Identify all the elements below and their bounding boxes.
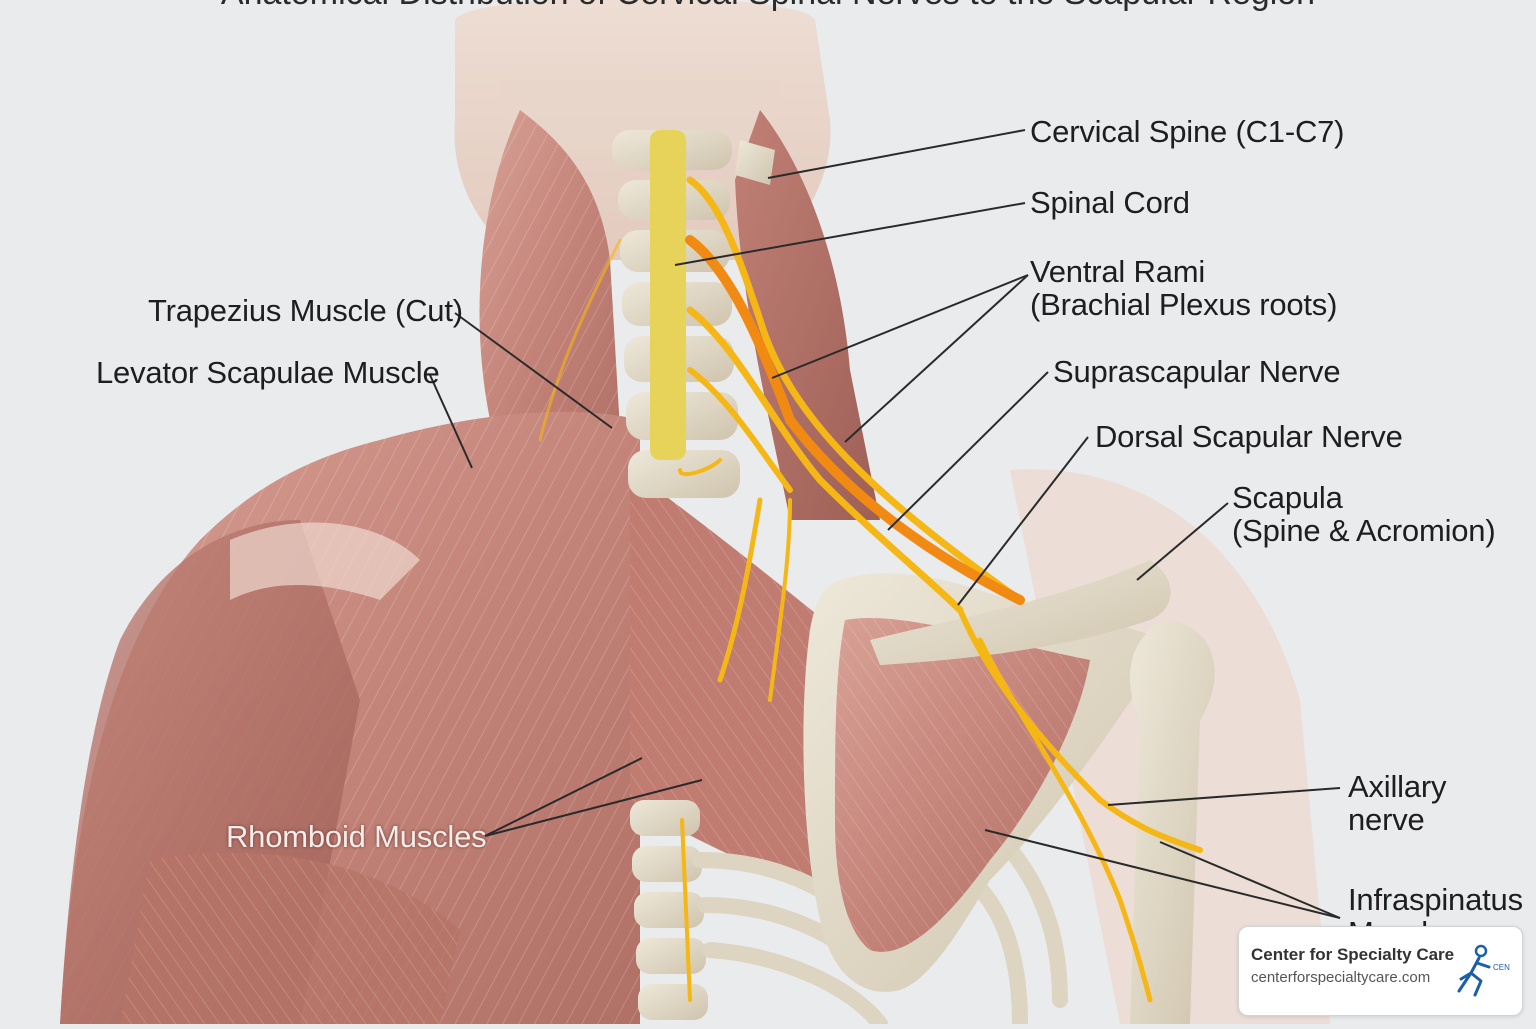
running-figure-icon (1457, 944, 1491, 997)
badge-url[interactable]: centerforspecialtycare.com (1251, 969, 1431, 986)
diagram-title: Anatomical Distribution of Cervical Spin… (0, 0, 1536, 13)
label-scapula-line2: (Spine & Acromion) (1232, 513, 1496, 548)
label-scapula-line1: Scapula (1232, 480, 1343, 515)
label-suprascapular-nerve: Suprascapular Nerve (1053, 354, 1341, 389)
label-infraspinatus-line1: Infraspinatus (1348, 882, 1523, 917)
label-axillary-line1: Axillary (1348, 769, 1447, 804)
scapula (803, 560, 1171, 992)
label-ventral-rami-line2: (Brachial Plexus roots) (1030, 287, 1338, 322)
brand-badge[interactable]: Center for Specialty Care centerforspeci… (1238, 926, 1523, 1016)
leader-dorsal-scapular (957, 436, 1089, 606)
leader-cervical-spine (767, 129, 1026, 179)
label-levator-scapulae: Levator Scapulae Muscle (96, 355, 440, 390)
back-muscles (60, 411, 860, 1025)
label-trapezius: Trapezius Muscle (Cut) (148, 293, 463, 328)
leader-levator (429, 374, 473, 469)
leader-rhomboid-2 (484, 779, 703, 837)
leader-rhomboid-1 (484, 757, 643, 837)
leader-scapula (1136, 502, 1229, 581)
label-rhomboid-muscles: Rhomboid Muscles (226, 819, 487, 854)
label-dorsal-scapular-nerve: Dorsal Scapular Nerve (1095, 419, 1403, 454)
leader-lines (429, 129, 1341, 919)
neck-muscles (479, 110, 880, 520)
badge-logo-text: CEN (1493, 963, 1510, 972)
badge-name: Center for Specialty Care (1251, 945, 1455, 964)
leader-axillary (1107, 787, 1341, 806)
leader-ventral-rami-2 (844, 274, 1029, 443)
label-ventral-rami-line1: Ventral Rami (1030, 254, 1206, 289)
humerus (1130, 620, 1215, 1024)
label-cervical-spine: Cervical Spine (C1-C7) (1030, 114, 1345, 149)
leader-spinal-cord (674, 202, 1026, 266)
leader-infraspinatus-2 (1159, 841, 1341, 919)
spinal-cord (650, 130, 686, 460)
label-axillary-line2: nerve (1348, 802, 1425, 837)
leader-trapezius (454, 312, 613, 429)
leader-infraspinatus-1 (984, 829, 1341, 919)
leader-suprascapular (887, 371, 1049, 531)
nerve-branches (538, 176, 1203, 1003)
leader-ventral-rami-1 (771, 274, 1029, 379)
label-spinal-cord: Spinal Cord (1030, 185, 1190, 220)
